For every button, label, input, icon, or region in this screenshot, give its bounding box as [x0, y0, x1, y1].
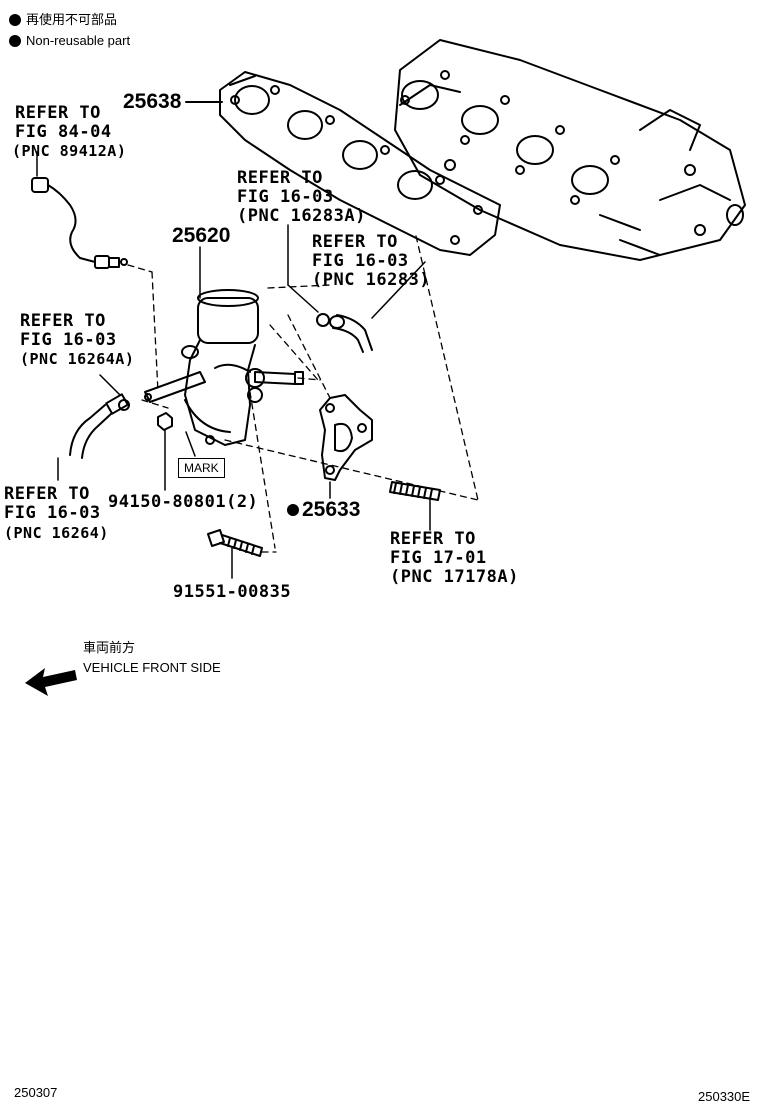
ref-line: (PNC 89412A)	[12, 142, 127, 160]
hose-16264	[57, 374, 130, 481]
cylinder-head	[394, 39, 746, 261]
bolt-91551	[207, 529, 263, 579]
hose-16283	[287, 224, 426, 353]
alignment-lines	[127, 235, 479, 553]
part-number-25638[interactable]: 25638	[123, 90, 182, 113]
ref-line: FIG 16-03	[312, 251, 409, 271]
ref-line: REFER TO	[312, 232, 398, 252]
ref-line: REFER TO	[390, 529, 476, 549]
footer-right-code: 250330E	[698, 1089, 751, 1104]
ref-line: REFER TO	[20, 311, 106, 331]
footer-left-code: 250307	[14, 1085, 58, 1100]
direction-en: VEHICLE FRONT SIDE	[83, 660, 221, 675]
manifold-gasket	[219, 71, 501, 256]
ref-line: FIG 16-03	[237, 187, 334, 207]
ref-line: FIG 84-04	[15, 122, 112, 142]
mark-label: MARK	[178, 458, 225, 478]
part-number-25620[interactable]: 25620	[172, 224, 231, 247]
legend-jp: 再使用不可部品	[26, 12, 118, 27]
non-reusable-dot-icon	[287, 504, 299, 516]
direction-jp: 車両前方	[83, 640, 136, 655]
ref-line: (PNC 16283)	[312, 270, 431, 290]
sensor-wire	[31, 151, 128, 269]
ref-line: (PNC 16283A)	[237, 206, 366, 226]
ref-line: (PNC 17178A)	[390, 567, 519, 587]
part-number-25633[interactable]: 25633	[302, 498, 361, 521]
legend-dot-icon	[9, 14, 21, 26]
legend-dot-icon	[9, 35, 21, 47]
ref-line: (PNC 16264)	[4, 524, 109, 542]
ref-line: REFER TO	[4, 484, 90, 504]
ref-line: FIG 17-01	[390, 548, 487, 568]
part-number-94150[interactable]: 94150-80801(2)	[108, 492, 259, 512]
ref-line: FIG 16-03	[20, 330, 117, 350]
egr-gasket	[319, 394, 373, 499]
stud-bolt	[389, 481, 441, 531]
ref-line: REFER TO	[15, 103, 101, 123]
legend-en: Non-reusable part	[26, 33, 131, 48]
ref-line: REFER TO	[237, 168, 323, 188]
part-number-91551[interactable]: 91551-00835	[173, 582, 292, 602]
direction-arrow	[25, 668, 77, 696]
egr-valve	[144, 246, 304, 446]
ref-line: (PNC 16264A)	[20, 350, 135, 368]
ref-line: FIG 16-03	[4, 503, 101, 523]
nut-94150	[157, 412, 173, 491]
